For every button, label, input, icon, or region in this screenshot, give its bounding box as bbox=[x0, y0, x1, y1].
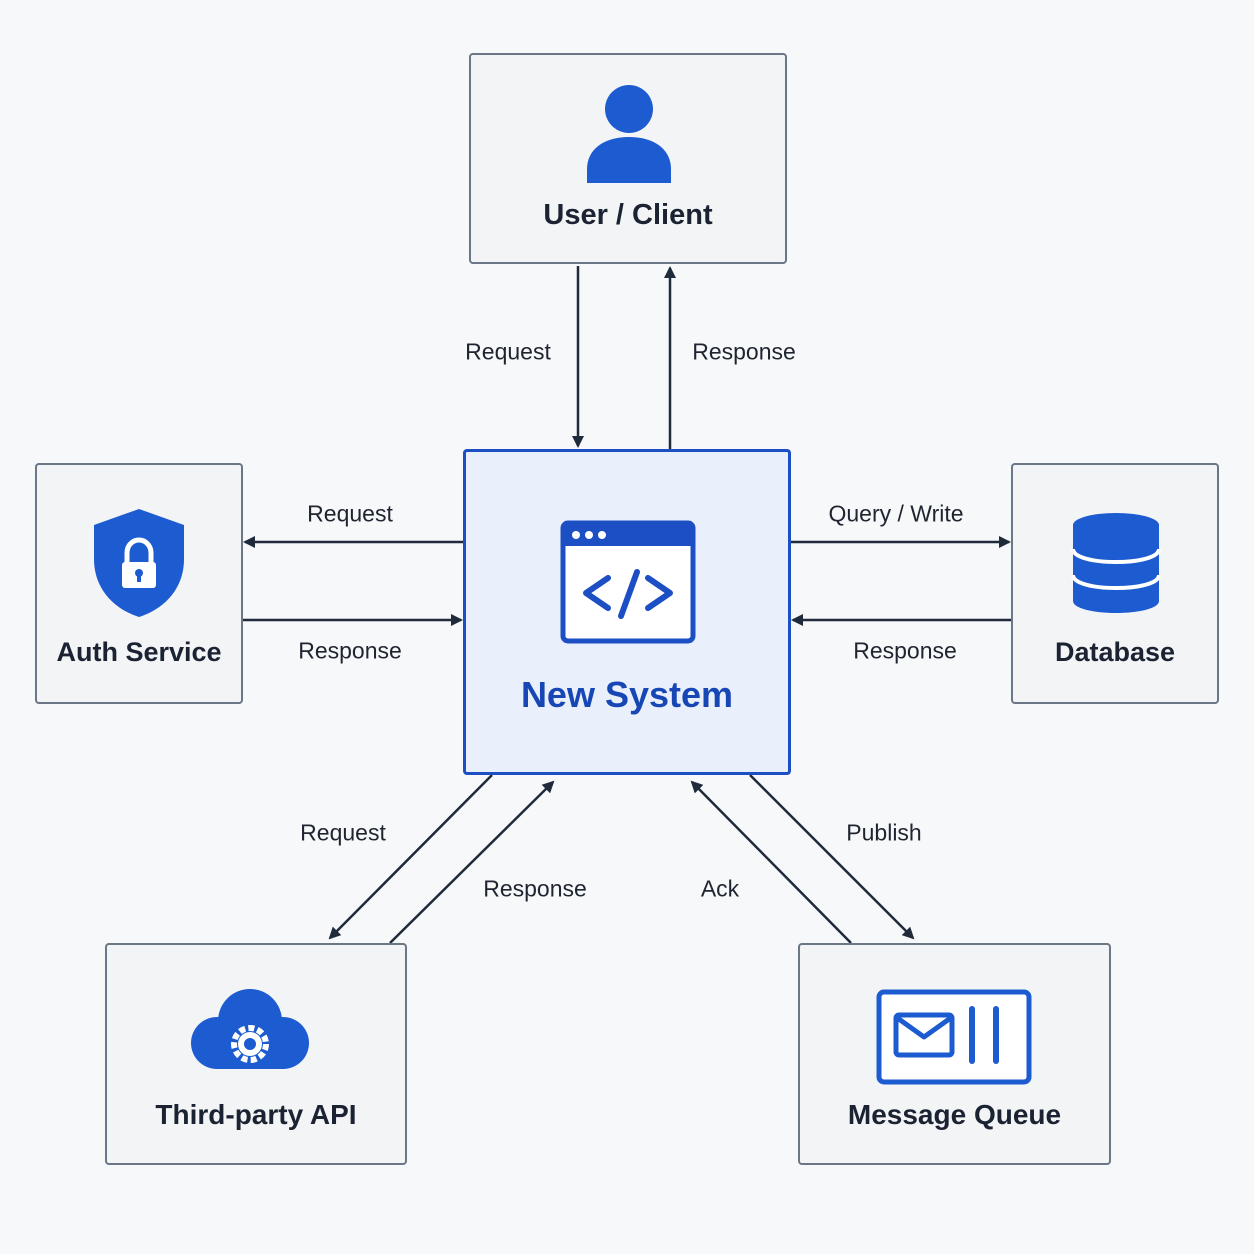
node-label-user-client: User / Client bbox=[543, 199, 713, 231]
edge-label-user-request: Request bbox=[465, 338, 551, 365]
node-third-party-api[interactable]: Third-party API bbox=[105, 943, 407, 1165]
node-user-client[interactable]: User / Client bbox=[469, 53, 787, 264]
edge-label-mq-publish: Publish bbox=[846, 819, 922, 846]
node-label-third-party-api: Third-party API bbox=[155, 1099, 357, 1130]
node-auth-service[interactable]: Auth Service bbox=[35, 463, 243, 704]
edge-label-db-query: Query / Write bbox=[828, 500, 964, 527]
node-message-queue[interactable]: Message Queue bbox=[798, 943, 1111, 1165]
shield-lock-icon bbox=[94, 509, 184, 617]
code-window-icon bbox=[560, 520, 696, 644]
edge-label-db-response: Response bbox=[853, 637, 957, 664]
database-icon bbox=[1071, 513, 1161, 613]
edge-label-mq-ack: Ack bbox=[700, 875, 740, 902]
edge-label-api-response: Response bbox=[483, 875, 587, 902]
arrow-api-response bbox=[389, 780, 555, 944]
edge-label-user-response: Response bbox=[692, 338, 796, 365]
edge-label-auth-response: Response bbox=[298, 637, 402, 664]
arrow-mq-ack bbox=[690, 780, 852, 944]
node-database[interactable]: Database bbox=[1011, 463, 1219, 704]
edge-label-auth-request: Request bbox=[307, 500, 393, 527]
node-label-new-system: New System bbox=[520, 674, 734, 715]
arrow-api-request bbox=[328, 774, 493, 940]
node-label-database: Database bbox=[1054, 637, 1176, 667]
node-new-system[interactable]: New System bbox=[463, 449, 791, 775]
user-icon bbox=[587, 85, 671, 183]
mail-queue-icon bbox=[876, 989, 1032, 1085]
arrow-mq-publish bbox=[749, 774, 915, 940]
cloud-gear-icon bbox=[191, 989, 309, 1069]
node-label-auth-service: Auth Service bbox=[56, 637, 222, 667]
edge-label-api-request: Request bbox=[300, 819, 386, 846]
node-label-message-queue: Message Queue bbox=[847, 1099, 1062, 1130]
